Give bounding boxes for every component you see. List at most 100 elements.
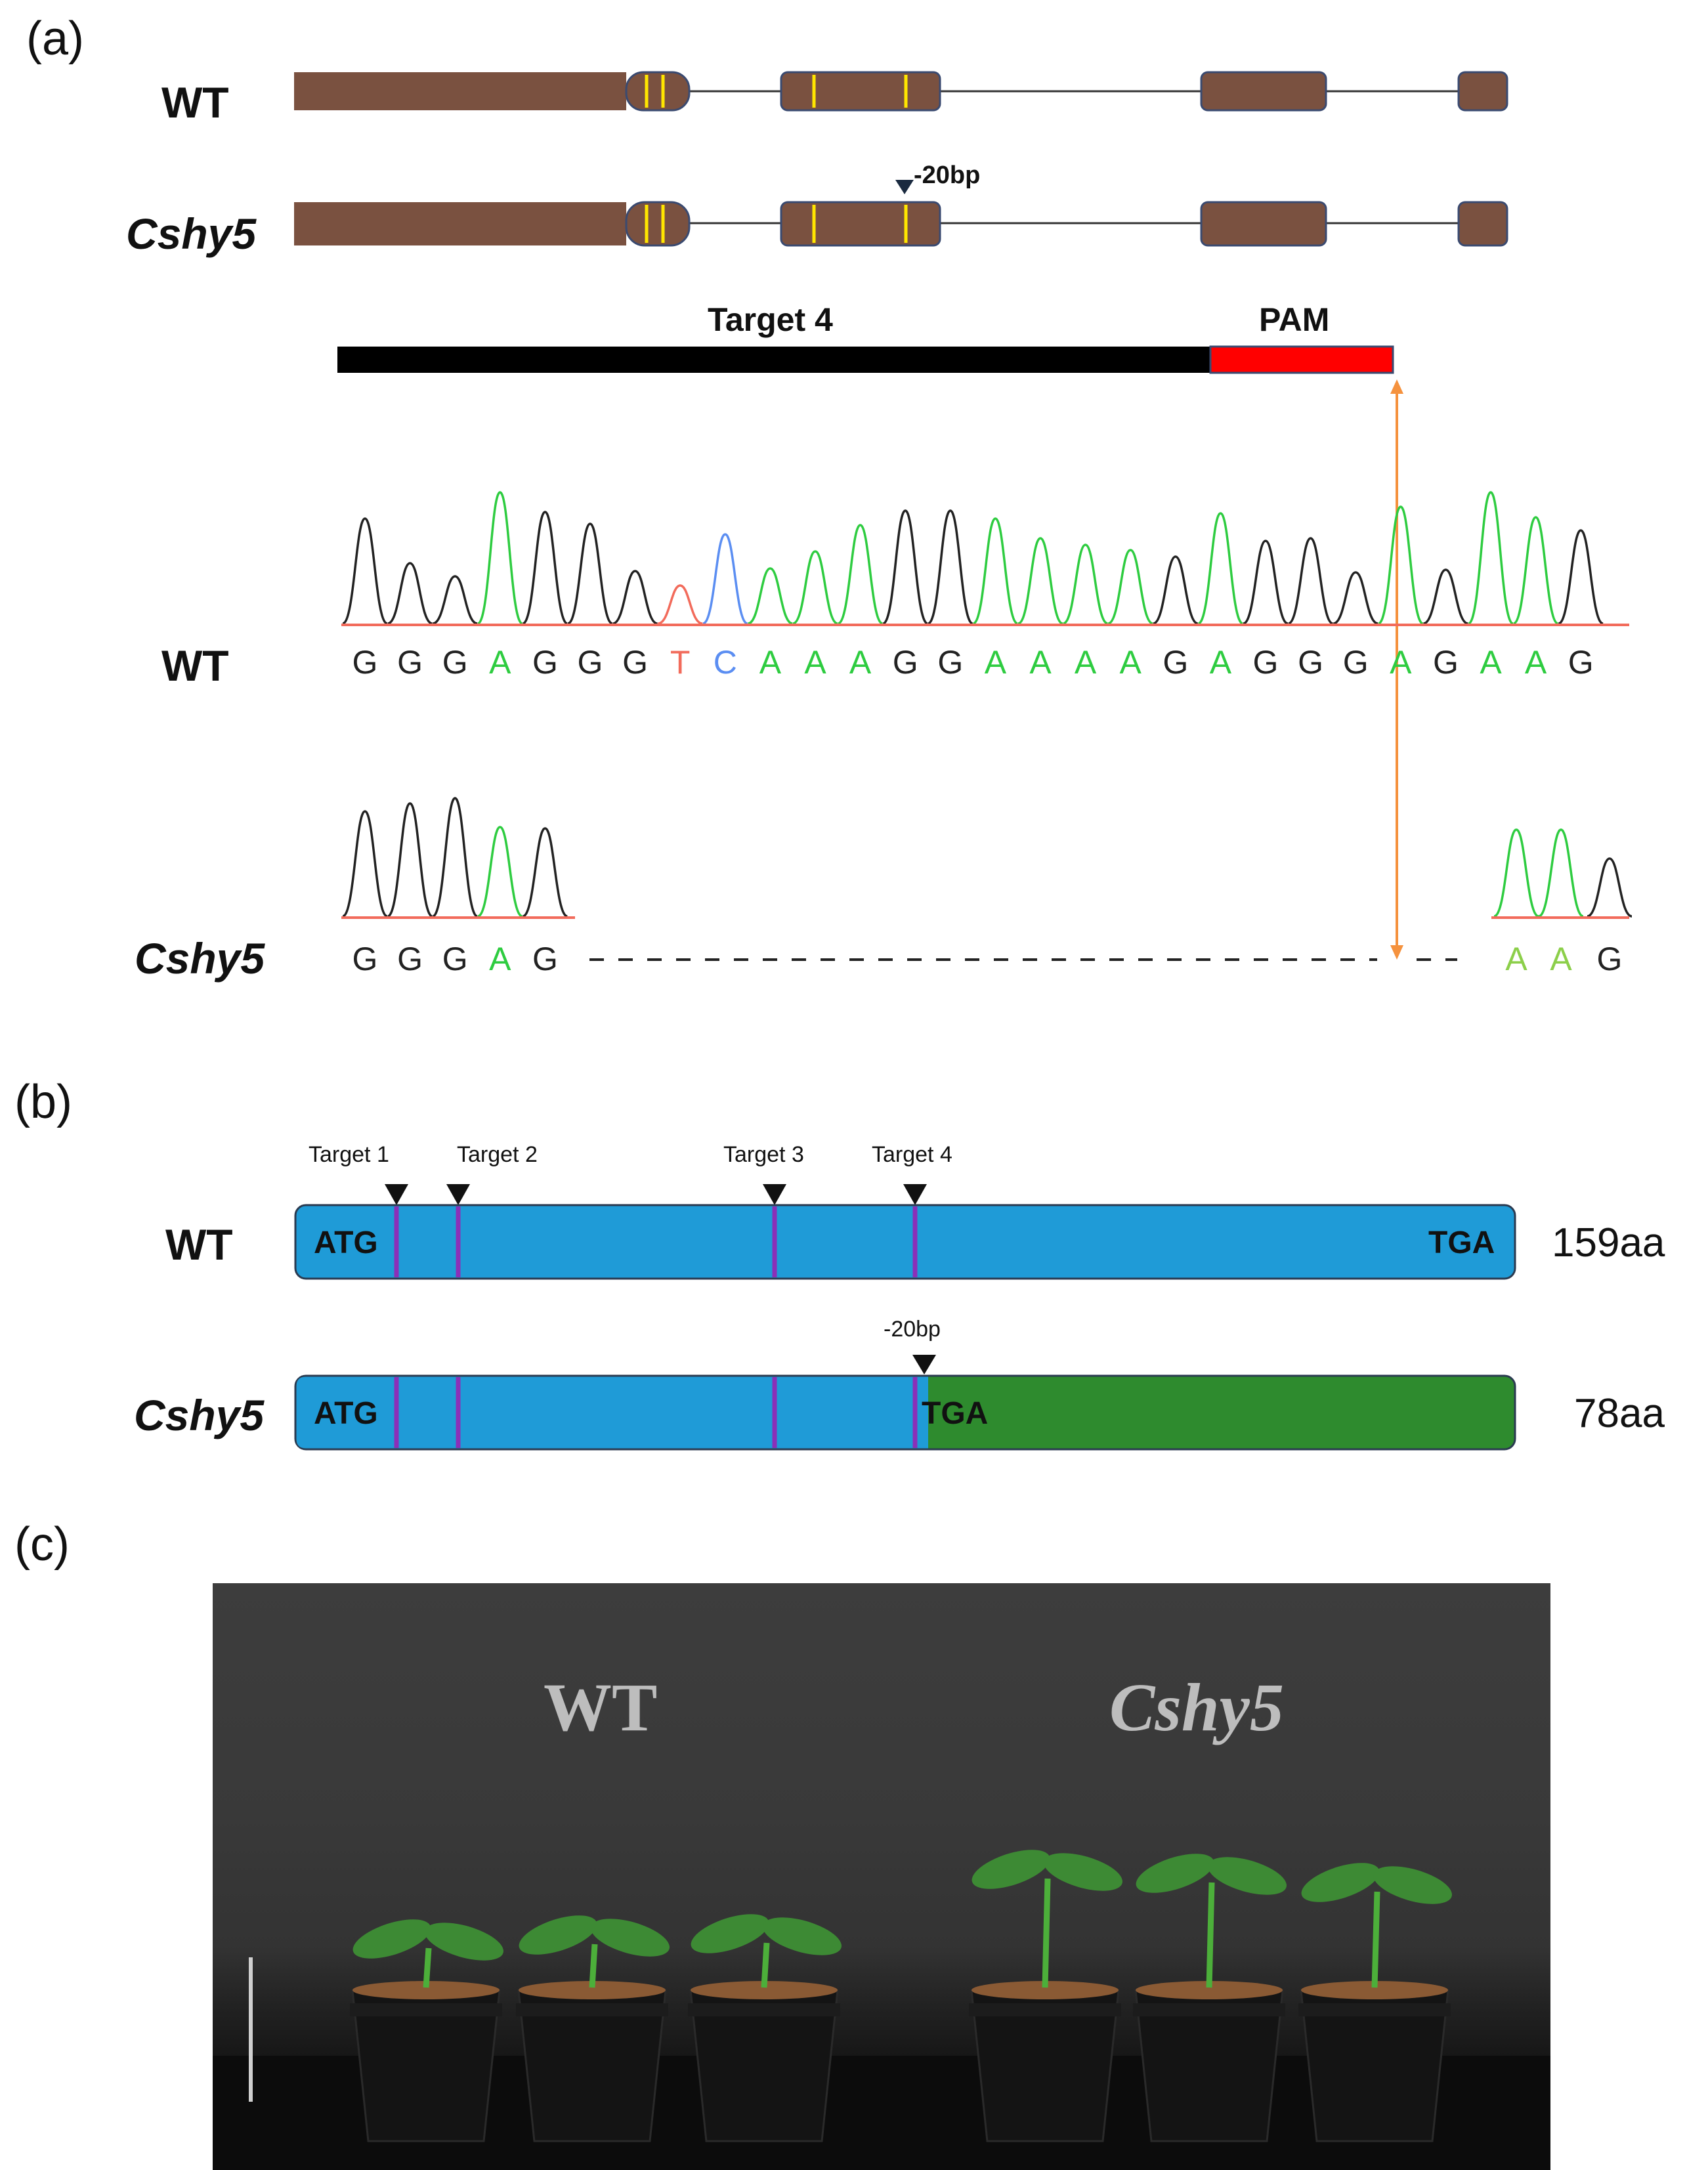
wt-peak <box>1243 540 1289 625</box>
wt-peak <box>1107 549 1153 625</box>
wt-peak <box>1333 571 1378 625</box>
mutant-base: A <box>1550 941 1572 977</box>
wt-base: G <box>532 644 558 681</box>
wt-base: C <box>713 644 737 681</box>
target-1-label: Target 1 <box>309 1142 389 1167</box>
wt-start-codon: ATG <box>314 1225 378 1260</box>
wt-base: T <box>670 644 691 681</box>
mutant-seedling-pot <box>1133 1854 1287 2142</box>
wt-base: A <box>984 644 1007 681</box>
exon-5 <box>1457 201 1508 247</box>
mutant-base: G <box>1596 941 1623 977</box>
mutant-sequence-label: Cshy5 <box>135 934 265 983</box>
wt-base: A <box>1029 644 1052 681</box>
exon-4 <box>1200 71 1327 112</box>
wt-peak <box>927 509 973 625</box>
wt-gene-structure <box>294 71 1508 112</box>
wt-peak <box>387 562 433 625</box>
target-bar <box>337 347 1210 373</box>
wt-peak <box>792 550 838 625</box>
exon-3 <box>780 201 941 247</box>
mutant-gene-label: Cshy5 <box>126 209 257 258</box>
wt-peak <box>1377 505 1424 625</box>
wt-base: A <box>489 644 511 681</box>
target-1-marker <box>385 1184 408 1205</box>
wt-peak <box>612 570 658 625</box>
wt-peak <box>1468 491 1514 625</box>
wt-base: G <box>397 644 423 681</box>
mutant-peak <box>522 827 568 918</box>
wt-base: G <box>577 644 603 681</box>
wt-base: A <box>849 644 872 681</box>
mutant-chromatogram <box>342 797 1633 918</box>
wt-stop-codon: TGA <box>1428 1225 1495 1260</box>
wt-base: A <box>759 644 782 681</box>
wt-base: G <box>442 644 468 681</box>
mutant-base: G <box>532 941 558 977</box>
target-2-label: Target 2 <box>457 1142 538 1167</box>
wt-base: A <box>1209 644 1232 681</box>
panel-a-label: (a) <box>26 12 84 65</box>
exon-2 <box>625 201 691 247</box>
wt-base: A <box>804 644 826 681</box>
mutant-peak <box>342 810 388 918</box>
exon-5 <box>1457 71 1508 112</box>
mutant-protein-label: Cshy5 <box>134 1391 265 1439</box>
exon-2 <box>625 71 691 112</box>
mutant-gene-structure <box>294 180 1508 247</box>
wt-peak <box>567 522 613 625</box>
wt-base: A <box>1074 644 1097 681</box>
wt-base: G <box>1432 644 1459 681</box>
exon-1 <box>294 202 626 245</box>
exon-4 <box>1200 201 1327 247</box>
mutant-peak <box>477 826 523 918</box>
target-4-label: Target 4 <box>708 301 833 338</box>
wt-sequence-label: WT <box>161 641 229 690</box>
wt-peak <box>1422 568 1469 625</box>
wt-peak <box>1197 512 1244 625</box>
wt-seedling-pot <box>350 1919 503 2142</box>
gene-deletion-label: -20bp <box>914 161 981 189</box>
wt-base: A <box>1390 644 1412 681</box>
wt-peak <box>882 509 929 625</box>
panel-c-label: (c) <box>14 1518 70 1571</box>
wt-base: G <box>1163 644 1189 681</box>
mutant-peak <box>1587 857 1633 918</box>
target-2-marker <box>446 1184 470 1205</box>
wt-peak <box>837 524 884 625</box>
wt-peak <box>1558 529 1604 625</box>
target-4-marker <box>903 1184 927 1205</box>
wt-protein-bar <box>294 1204 1516 1280</box>
wt-peak <box>1153 555 1199 625</box>
wt-peak <box>342 517 388 625</box>
mutant-base: A <box>489 941 511 977</box>
wt-base: A <box>1480 644 1502 681</box>
wt-peak <box>702 533 748 625</box>
wt-seedling-pot <box>516 1915 670 2142</box>
wt-gene-label: WT <box>161 78 229 127</box>
wt-base: A <box>1119 644 1142 681</box>
wt-peak <box>1287 537 1334 625</box>
seedling-photo: WT Cshy5 <box>213 1583 1550 2170</box>
wt-base: G <box>1252 644 1279 681</box>
wt-base: G <box>352 644 378 681</box>
mutant-peak <box>387 802 433 918</box>
pam-label: PAM <box>1259 301 1330 338</box>
mutant-protein-length: 78aa <box>1574 1391 1665 1436</box>
wt-seedling-pot <box>688 1914 842 2142</box>
wt-peak <box>432 575 478 625</box>
mutant-seedling-pot <box>1298 1863 1452 2142</box>
photo-mutant-label: Cshy5 <box>1109 1670 1284 1745</box>
pam-bar <box>1209 345 1394 374</box>
target-3-marker <box>763 1184 786 1205</box>
wt-peak <box>1512 516 1559 625</box>
wt-peak <box>477 491 523 625</box>
wt-peak <box>1062 543 1109 625</box>
wt-chromatogram <box>342 491 1604 625</box>
mutant-peak <box>1493 828 1539 918</box>
exon-3 <box>780 71 941 112</box>
mutant-base: G <box>442 941 468 977</box>
wt-peak <box>522 511 568 625</box>
mutant-seedling-pot <box>969 1850 1122 2142</box>
